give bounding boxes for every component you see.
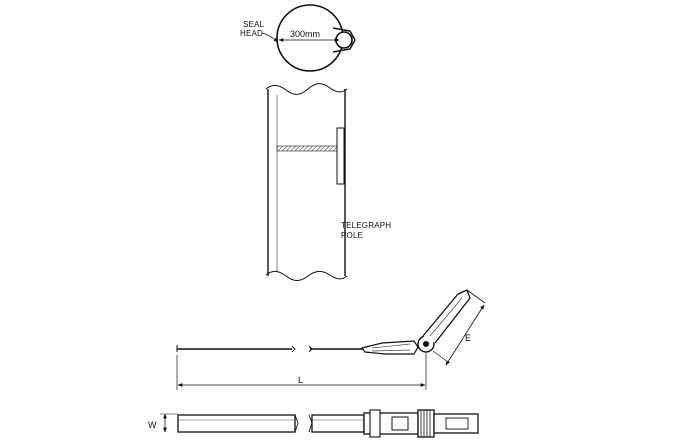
- ratchet-top-teeth: [420, 410, 431, 437]
- ratchet-axle: [423, 341, 429, 347]
- strap-side-view: [176, 289, 486, 355]
- lever-top-view: [433, 413, 479, 434]
- pole-top-break: [265, 83, 348, 95]
- lever-top-slot: [445, 417, 469, 430]
- seal-head-block: [336, 127, 345, 185]
- strap-top-view: W: [148, 409, 479, 438]
- ratchet-top-gear: [417, 409, 435, 438]
- seal-head-leader-arrow: [261, 32, 279, 43]
- dimension-w-label: W: [148, 420, 157, 430]
- strap-break-symbol: [291, 345, 313, 353]
- dimension-l-label: L: [298, 375, 303, 385]
- strap-band-top-right: [311, 414, 365, 433]
- pole-side-view: TELEGRAPH POLE: [265, 83, 391, 281]
- tension-head-shading: [371, 343, 411, 352]
- pole-bottom-break: [265, 270, 348, 281]
- tension-head-top-slot: [391, 416, 409, 431]
- telegraph-pole-label-line1: TELEGRAPH: [341, 221, 391, 230]
- strap-top-break-symbol: [294, 414, 313, 433]
- lever-tip-line: [466, 289, 486, 304]
- dimension-e-label: E: [465, 333, 471, 343]
- dimension-e-ext: [432, 350, 449, 363]
- diameter-label: 300mm: [290, 29, 320, 39]
- seal-head-label-line2: HEAD: [240, 29, 263, 38]
- seal-band-hatch: [276, 145, 346, 152]
- dimension-l: L: [176, 353, 427, 390]
- dimension-e: E: [432, 304, 485, 366]
- tension-head-top-clip: [369, 409, 381, 438]
- tension-head-body: [360, 340, 419, 355]
- seal-lug: [332, 27, 356, 53]
- dimension-e-line: [445, 304, 485, 366]
- top-view: 300mm SEAL HEAD: [240, 4, 356, 72]
- telegraph-pole-label-line2: POLE: [341, 231, 363, 240]
- lever-arm-detail: [429, 297, 463, 337]
- seal-head-label-line1: SEAL: [243, 20, 265, 29]
- strap-band-top-left: [177, 414, 296, 433]
